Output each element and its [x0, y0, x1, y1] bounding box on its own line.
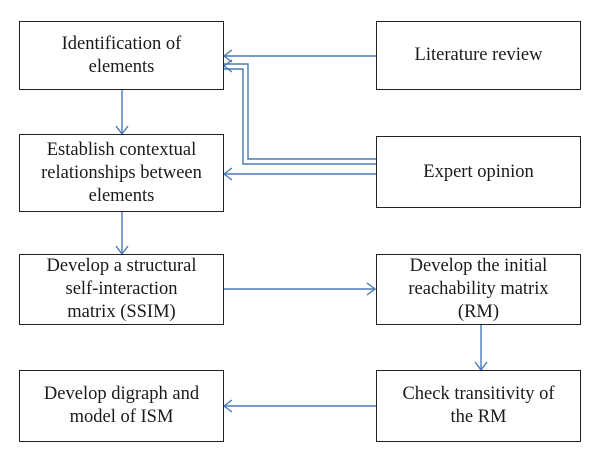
- node-identification: Identification of elements: [19, 21, 224, 90]
- node-expert-opinion: Expert opinion: [376, 136, 581, 208]
- node-ssim: Develop a structural self-interaction ma…: [19, 254, 224, 325]
- node-establish-relationships: Establish contextual relationships betwe…: [19, 134, 224, 212]
- node-identification-label: Identification of elements: [61, 33, 182, 77]
- arrowhead-expert-to-identification: [222, 59, 233, 73]
- node-reachability-matrix: Develop the initial reachability matrix …: [376, 254, 581, 325]
- node-ssim-label: Develop a structural self-interaction ma…: [46, 256, 197, 322]
- node-expert-opinion-label: Expert opinion: [423, 161, 534, 182]
- node-check-transitivity: Check transitivity of the RM: [376, 370, 581, 442]
- arrowhead-literature-to-identification: [222, 49, 233, 63]
- arrow-expert-to-identification-outer: [224, 68, 376, 165]
- arrow-expert-to-identification: [224, 63, 376, 160]
- node-establish-relationships-label: Establish contextual relationships betwe…: [41, 139, 202, 206]
- arrowhead-transitivity-to-digraph: [222, 399, 233, 413]
- node-digraph-model: Develop digraph and model of ISM: [19, 370, 224, 442]
- node-reachability-matrix-label: Develop the initial reachability matrix …: [408, 256, 549, 322]
- arrowhead-ssim-to-reachability: [366, 282, 377, 296]
- arrowhead-expert-to-establish: [222, 167, 233, 181]
- node-literature-review-label: Literature review: [414, 45, 543, 65]
- node-digraph-model-label: Develop digraph and model of ISM: [43, 384, 200, 427]
- node-literature-review: Literature review: [376, 21, 581, 90]
- node-check-transitivity-label: Check transitivity of the RM: [402, 384, 555, 427]
